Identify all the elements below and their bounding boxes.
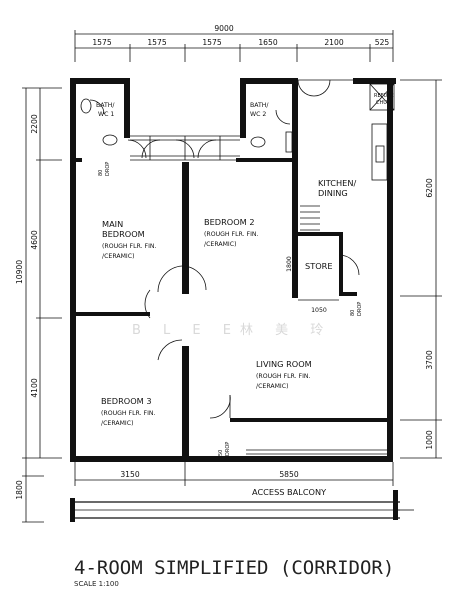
main-bedroom-label-line3: (ROUGH FLR. FIN. bbox=[102, 243, 157, 250]
dim-top-5: 2100 bbox=[324, 38, 343, 47]
refuse-chute-label-line1: REFUSE bbox=[374, 93, 394, 99]
dim-balcony-depth: 1800 bbox=[15, 480, 24, 499]
kitchen-label-line2: DINING bbox=[318, 188, 348, 198]
bath-2-label-line1: BATH/ bbox=[250, 102, 269, 109]
bedroom-2-label-line2: (ROUGH FLR. FIN. bbox=[204, 231, 259, 238]
dim-right-2: 3700 bbox=[425, 350, 434, 369]
entrance-drop-value: 50 bbox=[218, 450, 224, 456]
entrance-drop-label: DROP bbox=[225, 442, 231, 456]
bedroom-3-label-line2: (ROUGH FLR. FIN. bbox=[101, 410, 156, 417]
dim-top-4: 1650 bbox=[258, 38, 277, 47]
bedroom-3-label-line3: /CERAMIC) bbox=[101, 420, 134, 427]
bath-2-label-line2: WC 2 bbox=[250, 111, 266, 118]
watermark-latin: B L E E bbox=[132, 323, 240, 338]
store-label: STORE bbox=[305, 261, 333, 271]
main-bedroom-label-line1: MAIN bbox=[102, 219, 123, 229]
living-room-label-line3: /CERAMIC) bbox=[256, 383, 289, 390]
main-bedroom-label-line2: BEDROOM bbox=[102, 229, 145, 239]
bedroom-3-label-line1: BEDROOM 3 bbox=[101, 396, 152, 406]
bath-drop-value: 80 bbox=[98, 170, 104, 176]
living-room-label-line2: (ROUGH FLR. FIN. bbox=[256, 373, 311, 380]
store-drop-label: DROP bbox=[357, 302, 363, 316]
right-dimension-lines bbox=[400, 79, 442, 459]
dim-left-overall: 10900 bbox=[15, 260, 24, 284]
bath-1-label-line1: BATH/ bbox=[96, 102, 115, 109]
main-bedroom-label-line4: /CERAMIC) bbox=[102, 253, 135, 260]
left-dimension-lines bbox=[22, 87, 62, 523]
dim-store-width: 1050 bbox=[311, 307, 327, 314]
store-drop-value: 80 bbox=[350, 310, 356, 316]
living-room-label-line1: LIVING ROOM bbox=[256, 359, 312, 369]
access-balcony-label: ACCESS BALCONY bbox=[252, 487, 327, 497]
dim-left-2: 4600 bbox=[30, 230, 39, 249]
bath-drop-label: DROP bbox=[105, 162, 111, 176]
refuse-chute-label-line2: CHUTE bbox=[376, 100, 393, 106]
bedroom-2-label-line3: /CERAMIC) bbox=[204, 241, 237, 248]
watermark-cjk: 林 美 玲 bbox=[240, 323, 332, 338]
dim-overall-width: 9000 bbox=[214, 24, 233, 33]
dim-top-1: 1575 bbox=[92, 38, 111, 47]
top-dimension-lines bbox=[74, 30, 394, 62]
dim-right-3: 1000 bbox=[425, 430, 434, 449]
dim-right-1: 6200 bbox=[425, 178, 434, 197]
kitchen-counter bbox=[369, 83, 395, 181]
access-balcony bbox=[70, 490, 414, 522]
plan-scale: SCALE 1:100 bbox=[74, 580, 119, 588]
dim-top-2: 1575 bbox=[147, 38, 166, 47]
dim-top-6: 525 bbox=[375, 38, 390, 47]
plan-title: 4-ROOM SIMPLIFIED (CORRIDOR) bbox=[74, 557, 394, 579]
dim-left-1: 2200 bbox=[30, 114, 39, 133]
dim-store-height: 1800 bbox=[286, 256, 293, 272]
walls bbox=[70, 78, 396, 462]
bath-fixtures bbox=[80, 98, 293, 153]
bath-1-label-line2: WC 1 bbox=[98, 111, 114, 118]
windows bbox=[76, 79, 387, 459]
bottom-dimension-lines bbox=[74, 462, 394, 486]
doors bbox=[89, 79, 360, 419]
bedroom-2-label-line1: BEDROOM 2 bbox=[204, 217, 255, 227]
dim-bottom-1: 3150 bbox=[120, 470, 139, 479]
dim-top-3: 1575 bbox=[202, 38, 221, 47]
kitchen-label-line1: KITCHEN/ bbox=[318, 178, 356, 188]
dim-bottom-2: 5850 bbox=[279, 470, 298, 479]
stair-marks bbox=[300, 205, 320, 231]
dim-left-3: 4100 bbox=[30, 378, 39, 397]
